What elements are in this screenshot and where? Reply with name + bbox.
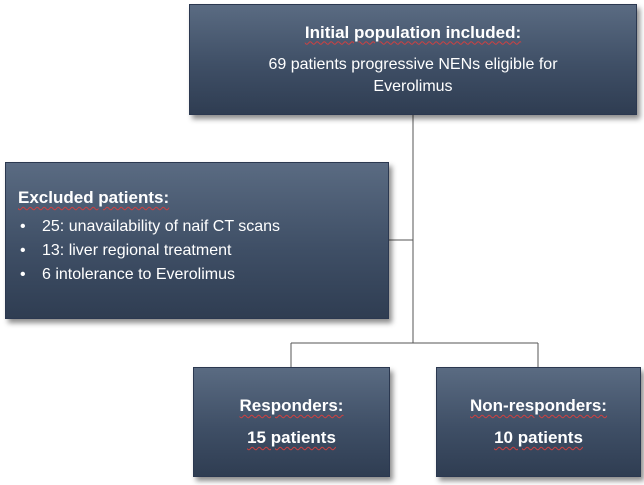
excluded-item: 6 intolerance to Everolimus [18, 263, 388, 287]
excluded-title-text: Excluded patients: [18, 188, 170, 207]
initial-population-box: Initial population included: 69 patients… [189, 4, 637, 115]
initial-title-text: Initial population included: [304, 22, 522, 42]
non-responders-title: Non-responders: [470, 394, 607, 418]
excluded-patients-box: Excluded patients: 25: unavailability of… [5, 162, 389, 319]
responders-title-text: Responders: [239, 396, 344, 415]
excluded-patients-title: Excluded patients: [18, 187, 388, 209]
initial-population-title: Initial population included: [305, 22, 521, 44]
responders-title: Responders: [240, 394, 344, 418]
initial-population-line2: Everolimus [373, 77, 453, 95]
responders-count-text: 15 patients [247, 428, 336, 447]
non-responders-count-text: 10 patients [494, 428, 583, 447]
non-responders-box: Non-responders: 10 patients [436, 367, 641, 477]
excluded-list: 25: unavailability of naif CT scans 13: … [18, 215, 388, 287]
non-responders-count: 10 patients [494, 426, 583, 450]
excluded-item: 13: liver regional treatment [18, 239, 388, 263]
responders-box: Responders: 15 patients [193, 367, 390, 477]
excluded-item: 25: unavailability of naif CT scans [18, 215, 388, 239]
non-responders-title-text: Non-responders: [470, 396, 607, 415]
responders-count: 15 patients [247, 426, 336, 450]
initial-population-line1: 69 patients progressive NENs eligible fo… [268, 55, 558, 73]
